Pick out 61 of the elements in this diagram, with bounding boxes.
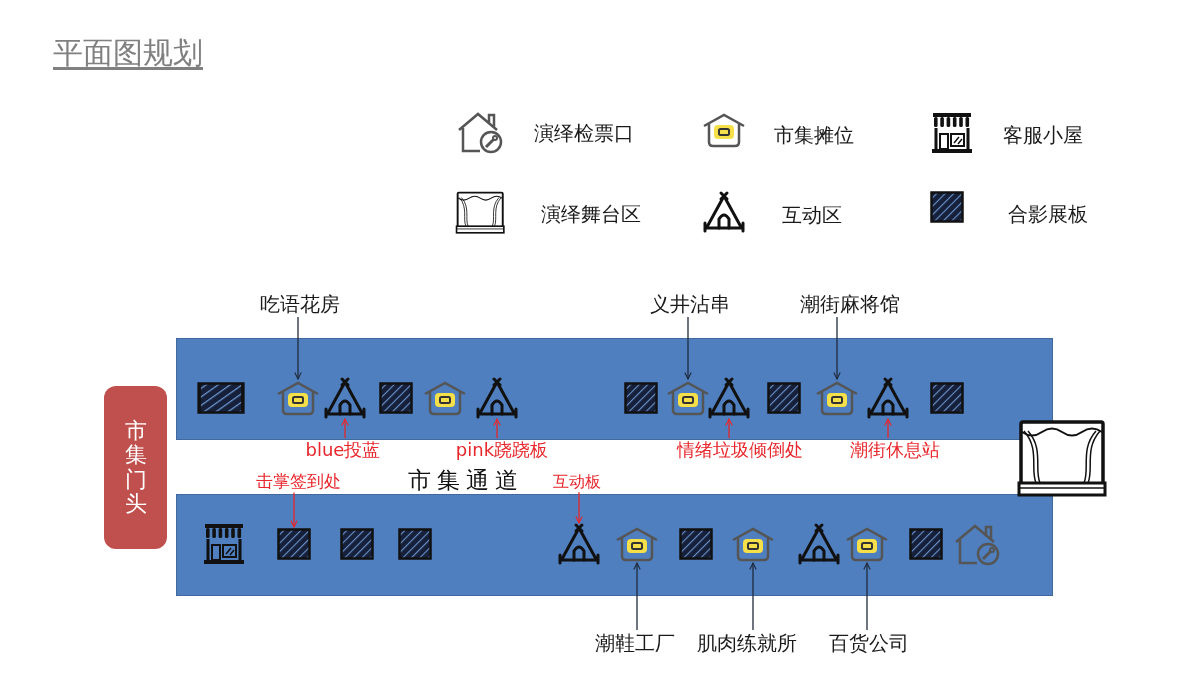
hatched-board-icon bbox=[930, 382, 964, 414]
legend-text: 合影展板 bbox=[1008, 201, 1088, 228]
stall-name-label: 击掌签到处 bbox=[255, 471, 341, 492]
stall-house-icon bbox=[423, 380, 467, 416]
stall-name-label: blue投蓝 bbox=[305, 439, 381, 461]
tent-icon bbox=[866, 378, 910, 418]
stall-house-icon bbox=[615, 526, 659, 562]
market-strip-band bbox=[176, 338, 1053, 440]
stall-name-label: 义井沾串 bbox=[650, 292, 730, 316]
aisle-label: 市集通道 bbox=[408, 466, 524, 495]
stall-name-label: 情绪垃圾倾倒处 bbox=[677, 439, 803, 461]
stall-name-label: 互动板 bbox=[553, 472, 601, 492]
legend-text: 演绎检票口 bbox=[534, 120, 634, 147]
legend-text: 客服小屋 bbox=[1003, 122, 1083, 149]
stall-house-icon bbox=[815, 380, 859, 416]
hatched-board-icon bbox=[679, 528, 713, 560]
stall-name-label: pink跷跷板 bbox=[455, 439, 549, 461]
legend-text: 演绎舞台区 bbox=[541, 201, 641, 228]
hatched-board-icon bbox=[909, 528, 943, 560]
stall-name-label: 肌肉练就所 bbox=[697, 631, 797, 655]
stall-house-icon bbox=[731, 526, 775, 562]
hatched-board-icon bbox=[379, 382, 413, 414]
leader-arrow bbox=[725, 418, 733, 439]
stall-name-label: 潮鞋工厂 bbox=[595, 631, 675, 655]
tent-icon bbox=[475, 378, 519, 418]
stall-house-icon bbox=[845, 526, 889, 562]
page-title: 平面图规划 bbox=[53, 34, 203, 72]
hatched-board-icon bbox=[197, 382, 245, 414]
stall-name-label: 潮街休息站 bbox=[850, 439, 940, 461]
stall-name-label: 吃语花房 bbox=[260, 292, 340, 316]
hatched-board-icon bbox=[398, 528, 432, 560]
leader-arrow bbox=[749, 562, 757, 631]
leader-arrow bbox=[684, 316, 692, 380]
leader-arrow bbox=[833, 316, 841, 380]
legend-text: 市集摊位 bbox=[774, 122, 854, 149]
tent-icon bbox=[707, 378, 751, 418]
shop-icon bbox=[202, 523, 246, 565]
tent-icon bbox=[557, 524, 601, 564]
leader-arrow bbox=[341, 418, 349, 439]
stall-name-label: 潮街麻将馆 bbox=[800, 292, 900, 316]
leader-arrow bbox=[575, 491, 583, 524]
legend-text: 互动区 bbox=[782, 202, 842, 229]
stage-curtain-icon bbox=[1018, 419, 1106, 499]
leader-arrow bbox=[493, 418, 501, 439]
leader-arrow bbox=[294, 316, 302, 380]
leader-arrow bbox=[290, 491, 298, 528]
tent-icon bbox=[323, 378, 367, 418]
stall-name-label: 百货公司 bbox=[829, 631, 909, 655]
house-wrench-icon bbox=[953, 522, 1001, 566]
hatched-board-icon bbox=[624, 382, 658, 414]
leader-arrow bbox=[884, 418, 892, 439]
stall-house-icon bbox=[666, 380, 710, 416]
hatched-board-icon bbox=[277, 528, 311, 560]
market-strip-band bbox=[176, 494, 1053, 596]
leader-arrow bbox=[863, 562, 871, 631]
stall-house-icon bbox=[276, 380, 320, 416]
hatched-board-icon bbox=[340, 528, 374, 560]
leader-arrow bbox=[633, 562, 641, 631]
gate-box: 市集门头 bbox=[104, 386, 167, 549]
hatched-board-icon bbox=[767, 382, 801, 414]
tent-icon bbox=[797, 524, 841, 564]
